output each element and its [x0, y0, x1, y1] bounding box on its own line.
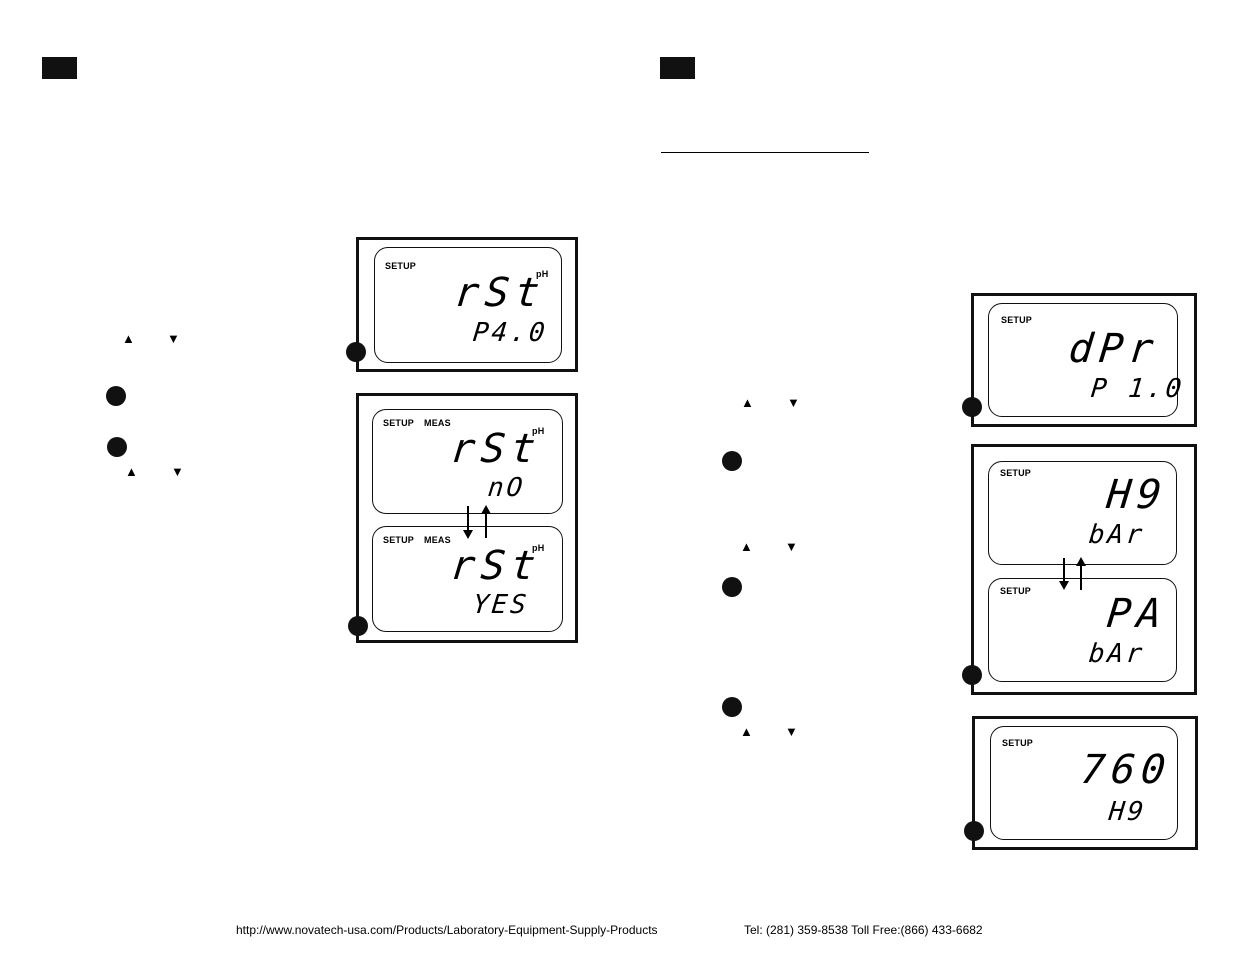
toggle-arrows-icon: [463, 505, 491, 539]
lcd-unit-label: pH: [532, 543, 545, 553]
lcd-panel-value: SETUP 760 H9: [972, 716, 1198, 850]
step-bullet-icon: [107, 437, 127, 457]
lcd-screen: SETUP MEAS pH rSt nO: [372, 409, 563, 514]
lcd-panel-unit: SETUP H9 bAr SETUP PA bAr: [971, 444, 1197, 695]
lcd-mode2-label: MEAS: [424, 535, 451, 545]
lcd-screen: SETUP PA bAr: [988, 578, 1177, 682]
up-arrow-icon: ▲: [125, 464, 138, 479]
lcd-main-readout: H9: [1104, 472, 1170, 518]
panel-marker-icon: [964, 821, 984, 841]
lcd-sub-readout: H9: [1107, 797, 1148, 827]
lcd-mode-label: SETUP: [1000, 468, 1032, 478]
lcd-main-readout: 760: [1078, 747, 1174, 793]
lcd-screen: SETUP MEAS pH rSt YES: [372, 526, 563, 632]
down-arrow-icon: ▼: [167, 331, 180, 346]
down-arrow-icon: ▼: [785, 539, 798, 554]
up-arrow-icon: ▲: [122, 331, 135, 346]
step-bullet-icon: [722, 577, 742, 597]
lcd-main-readout: rSt: [448, 426, 544, 472]
step-bullet-icon: [722, 451, 742, 471]
lcd-main-readout: rSt: [452, 270, 548, 316]
step-bullet-icon: [106, 386, 126, 406]
footer-contact: Tel: (281) 359-8538 Toll Free:(866) 433-…: [744, 923, 983, 937]
up-arrow-icon: ▲: [740, 539, 753, 554]
panel-marker-icon: [346, 342, 366, 362]
lcd-mode-label: SETUP: [1000, 586, 1032, 596]
lcd-panel-choice: SETUP MEAS pH rSt nO SETUP MEAS pH rSt Y…: [356, 393, 578, 643]
lcd-screen: SETUP H9 bAr: [988, 461, 1177, 565]
panel-marker-icon: [962, 665, 982, 685]
up-arrow-icon: ▲: [740, 724, 753, 739]
lcd-mode-label: SETUP: [1001, 315, 1033, 325]
down-arrow-icon: ▼: [171, 464, 184, 479]
lcd-main-readout: rSt: [448, 543, 544, 589]
lcd-sub-readout: P4.0: [471, 318, 550, 348]
lcd-mode2-label: MEAS: [424, 418, 451, 428]
down-arrow-icon: ▼: [785, 724, 798, 739]
lcd-unit-label: pH: [532, 426, 545, 436]
panel-marker-icon: [962, 397, 982, 417]
lcd-sub-readout: bAr: [1087, 639, 1147, 669]
right-section-tab: [660, 57, 695, 79]
lcd-sub-readout: bAr: [1087, 520, 1147, 550]
step-bullet-icon: [722, 697, 742, 717]
lcd-mode-label: SETUP: [383, 418, 415, 428]
lcd-sub-readout: nO: [486, 473, 527, 503]
left-section-tab: [42, 57, 77, 79]
lcd-screen: SETUP dPr P 1.0: [988, 303, 1186, 417]
lcd-mode-label: SETUP: [385, 261, 417, 271]
footer-url: http://www.novatech-usa.com/Products/Lab…: [236, 923, 658, 937]
lcd-unit-label: pH: [536, 269, 549, 279]
lcd-screen: SETUP 760 H9: [990, 726, 1178, 840]
panel-marker-icon: [348, 616, 368, 636]
lcd-mode-label: SETUP: [1002, 738, 1034, 748]
lcd-panel-reset: SETUP pH rSt P4.0: [356, 237, 578, 372]
down-arrow-icon: ▼: [787, 395, 800, 410]
section-underline: [661, 152, 869, 153]
toggle-arrows-icon: [1059, 557, 1086, 590]
lcd-panel-dpr: SETUP dPr P 1.0: [971, 293, 1197, 427]
lcd-screen: SETUP pH rSt P4.0: [374, 247, 562, 363]
lcd-main-readout: PA: [1104, 591, 1170, 637]
lcd-mode-label: SETUP: [383, 535, 415, 545]
lcd-sub-readout: YES: [471, 590, 531, 620]
lcd-main-readout: dPr: [1066, 326, 1162, 372]
up-arrow-icon: ▲: [741, 395, 754, 410]
lcd-sub-readout: P 1.0: [1089, 374, 1186, 404]
